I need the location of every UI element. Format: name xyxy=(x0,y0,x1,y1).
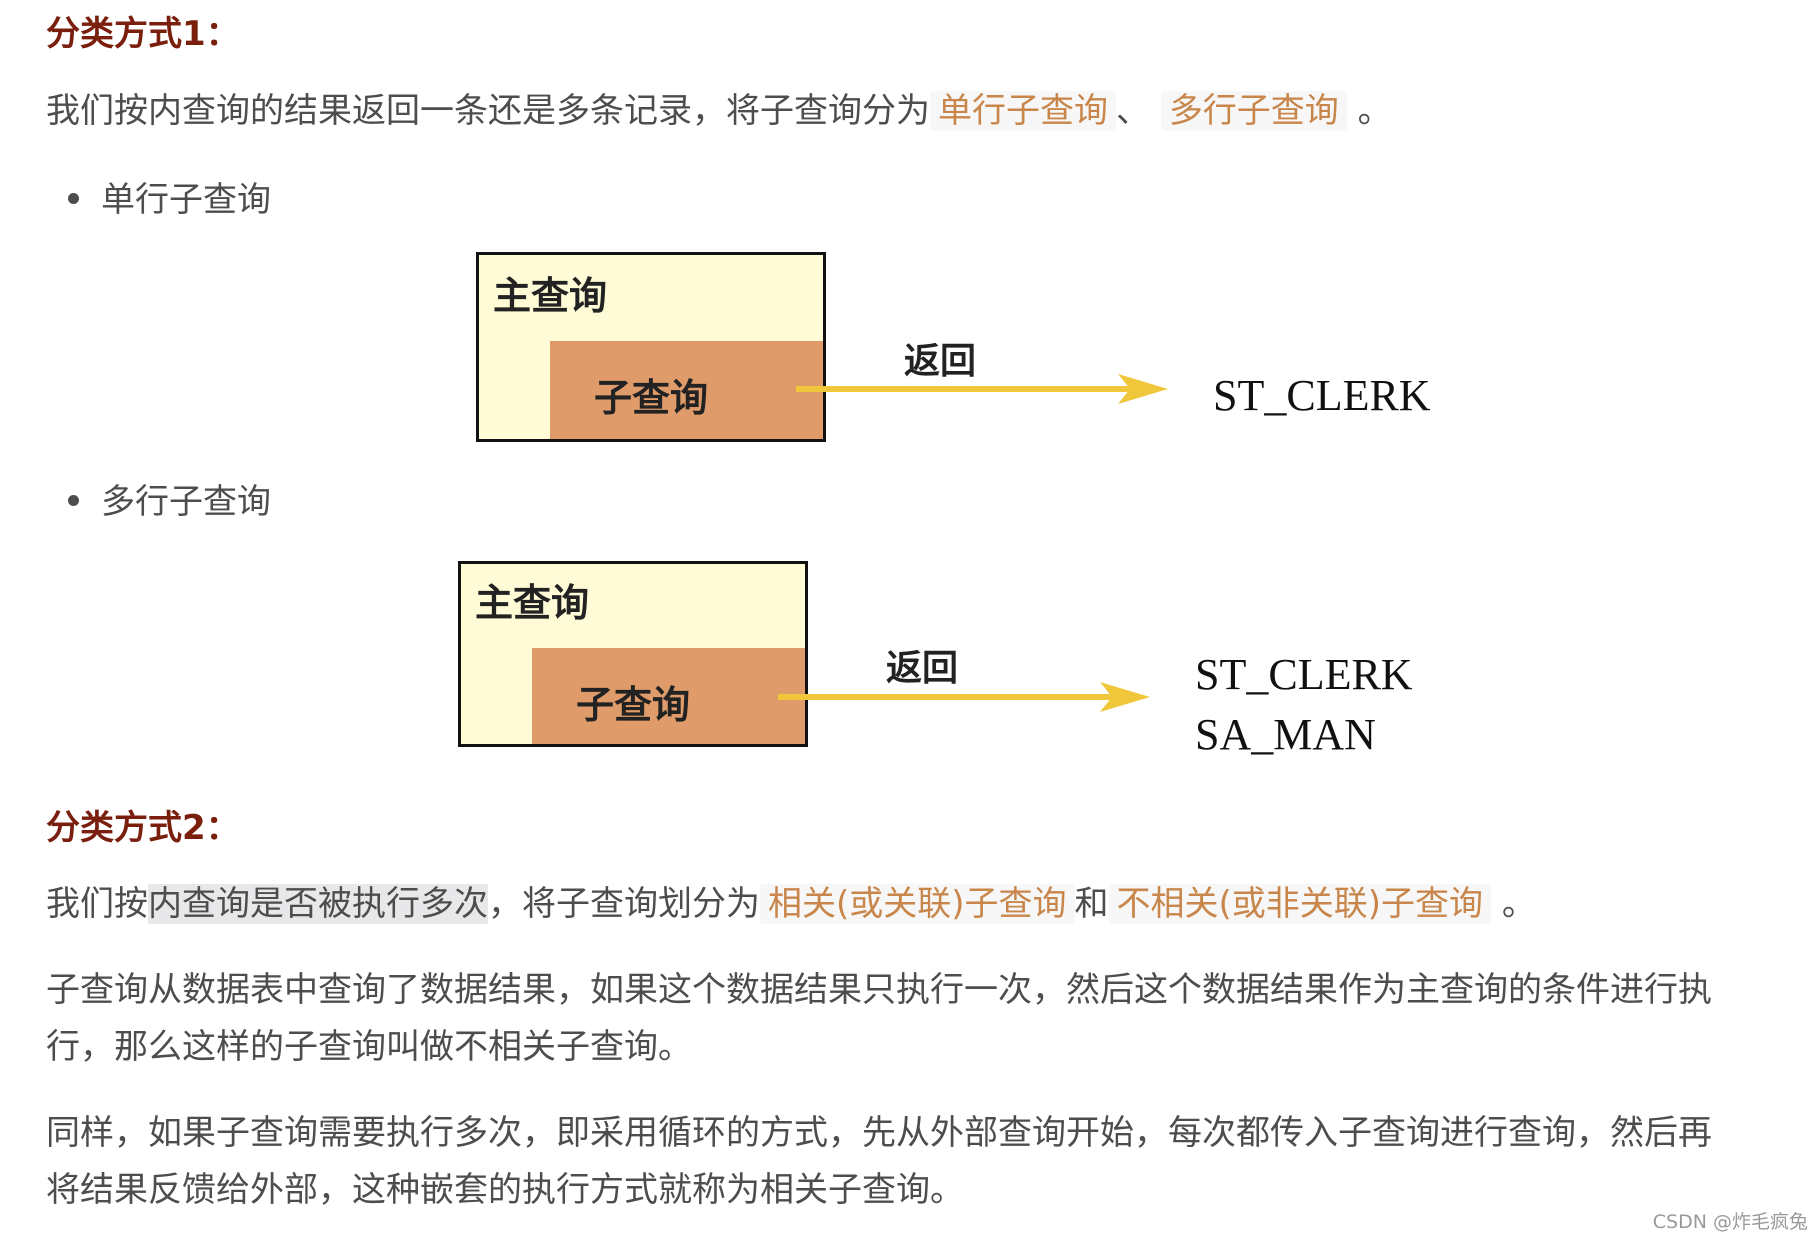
watermark: CSDN @炸毛疯兔 xyxy=(1652,1211,1808,1233)
bullet-dot xyxy=(68,495,79,506)
result-value-1: ST_CLERK xyxy=(1195,650,1413,699)
subquery-box: 子查询 xyxy=(550,341,823,439)
main-query-label: 主查询 xyxy=(493,273,608,318)
diagram-multi-row: 主查询 子查询 返回 ST_CLERK SA_MAN xyxy=(458,561,1478,761)
return-arrow xyxy=(796,374,1168,404)
code-unrelated-subquery: 不相关(或非关联)子查询 xyxy=(1108,884,1492,924)
separator: 、 xyxy=(1116,91,1150,131)
bullet-multi-row: 多行子查询 xyxy=(68,474,271,523)
main-query-box: 主查询 子查询 xyxy=(458,561,808,747)
section2-intro-mid: ，将子查询划分为 xyxy=(488,884,760,924)
bullet-single-row: 单行子查询 xyxy=(68,172,271,221)
subquery-label: 子查询 xyxy=(576,682,691,727)
period: 。 xyxy=(1357,91,1392,131)
code-single-row-subquery: 单行子查询 xyxy=(930,91,1116,131)
paragraph-correlated-line2: 将结果反馈给外部，这种嵌套的执行方式就称为相关子查询。 xyxy=(46,1170,964,1210)
arrow-head xyxy=(1118,374,1168,404)
paragraph-correlated-line1: 同样，如果子查询需要执行多次，即采用循环的方式，先从外部查询开始，每次都传入子查… xyxy=(46,1113,1712,1153)
bullet-dot xyxy=(68,193,79,204)
return-label: 返回 xyxy=(886,647,959,689)
section2-intro-prefix: 我们按 xyxy=(46,884,148,924)
result-value-2: SA_MAN xyxy=(1195,710,1376,759)
period: 。 xyxy=(1501,884,1536,924)
highlighted-phrase: 内查询是否被执行多次 xyxy=(148,884,488,924)
subquery-label: 子查询 xyxy=(594,375,709,420)
main-query-box: 主查询 子查询 xyxy=(476,252,826,442)
section2-intro: 我们按内查询是否被执行多次，将子查询划分为相关(或关联)子查询和不相关(或非关联… xyxy=(46,876,1536,932)
section1-heading: 分类方式1： xyxy=(46,14,240,54)
conjunction: 和 xyxy=(1074,884,1109,924)
arrow-head xyxy=(1100,682,1150,712)
paragraph-noncorrelated-line1: 子查询从数据表中查询了数据结果，如果这个数据结果只执行一次，然后这个数据结果作为… xyxy=(46,970,1712,1010)
paragraph-noncorrelated-line2: 行，那么这样的子查询叫做不相关子查询。 xyxy=(46,1027,692,1067)
section2-heading: 分类方式2： xyxy=(46,808,240,848)
return-arrow xyxy=(778,682,1150,712)
result-value: ST_CLERK xyxy=(1213,371,1431,420)
bullet-label: 多行子查询 xyxy=(101,482,271,522)
diagram-single-row: 主查询 子查询 返回 ST_CLERK xyxy=(476,252,1496,444)
code-multi-row-subquery: 多行子查询 xyxy=(1160,91,1347,131)
bullet-label: 单行子查询 xyxy=(101,180,271,220)
section1-intro-text: 我们按内查询的结果返回一条还是多条记录，将子查询分为 xyxy=(46,91,930,131)
section1-intro: 我们按内查询的结果返回一条还是多条记录，将子查询分为单行子查询、 多行子查询 。 xyxy=(46,83,1392,139)
subquery-box: 子查询 xyxy=(532,648,805,744)
code-related-subquery: 相关(或关联)子查询 xyxy=(760,884,1075,924)
return-label: 返回 xyxy=(904,340,977,382)
main-query-label: 主查询 xyxy=(475,580,590,625)
